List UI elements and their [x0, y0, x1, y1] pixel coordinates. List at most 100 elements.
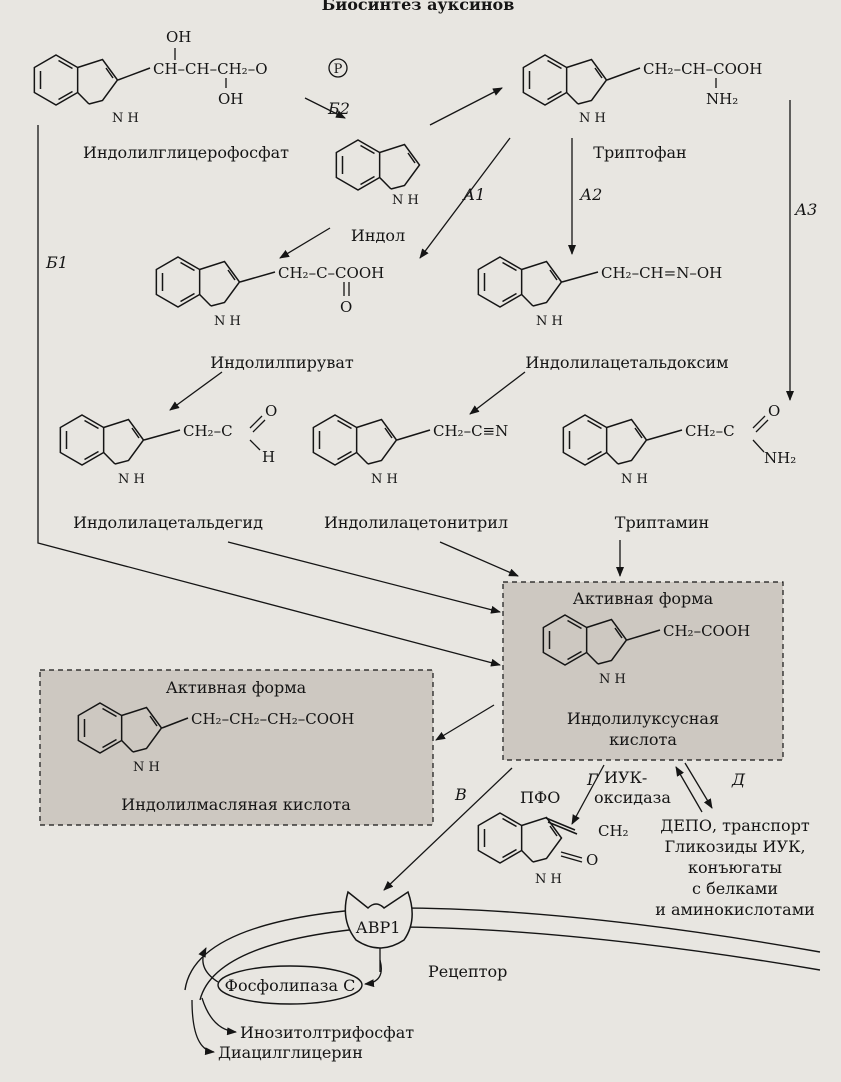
arrow-iaa-to-receptor [383, 767, 513, 891]
arrow-plc-signal [198, 947, 219, 983]
iba-nh: N H [133, 760, 160, 775]
indolylpyruvate-name: Индолилпируват [210, 353, 354, 372]
header-text: Биосинтез ауксинов [322, 0, 515, 14]
compound-indolylpyruvate: CH₂–C–COOH O N H Индолилпируват [155, 256, 384, 372]
plc-ellipse [217, 965, 363, 1005]
pathway-label-v: В [454, 785, 467, 804]
depot-line3: конъюгаты [688, 858, 782, 877]
arrow-iaa-to-iba [435, 704, 495, 741]
iba-chain: CH₂–CH₂–CH₂–COOH [191, 710, 354, 728]
igp-phosphate: P [334, 62, 343, 77]
tryptophan-name: Триптофан [593, 143, 686, 162]
iaa-oxidase-line1: ИУК- [604, 768, 647, 787]
indolylacetaldoxime-nh: N H [536, 314, 563, 329]
ip3-label: Инозитолтрифосфат [240, 1023, 414, 1042]
abp1-label: АВР1 [356, 918, 401, 937]
arrow-tryptophan-to-indolylpyruvate [419, 137, 511, 259]
tryptophan-nh: N H [579, 111, 606, 126]
membrane-inner-line [199, 926, 821, 1001]
arrow-receptor-to-plc [364, 959, 382, 988]
iba-name: Индолилмасляная кислота [121, 795, 351, 814]
compound-indolylacetaldoxime: CH₂–CH=N–OH N H Индолилацетальдоксим [477, 256, 729, 372]
depot-line4: с белками [692, 879, 778, 898]
compound-indolylacetonitrile: CH₂–C≡N N H Индолилацетонитрил [312, 414, 508, 532]
indolylacetonitrile-nh: N H [371, 472, 398, 487]
pfo-label: ПФО [520, 788, 560, 807]
igp-chain: CH–CH–CH₂–O [153, 60, 268, 78]
indolylacetonitrile-chain: CH₂–C≡N [433, 422, 508, 440]
iaa-oxidase-line2: оксидаза [594, 788, 671, 807]
pathway-label-g: Г [586, 770, 599, 789]
igp-oh-top: OH [166, 28, 191, 46]
oxindole-nh: N H [535, 872, 562, 887]
arrow-igp-to-indole [304, 97, 346, 119]
compound-tryptophan: CH₂–CH–COOH NH₂ N H Триптофан [522, 54, 762, 162]
igp-name: Индолилглицерофосфат [83, 143, 289, 162]
pathway-label-d: Д [731, 770, 746, 789]
iaa-name-line2: кислота [609, 730, 677, 749]
membrane-outer-line [184, 907, 821, 991]
depot-line1: ДЕПО, транспорт [660, 816, 810, 835]
tryptamine-nh: N H [621, 472, 648, 487]
dag-label: Диацилглицерин [218, 1043, 363, 1062]
tryptamine-nh2: NH₂ [764, 449, 796, 467]
igp-oh-bottom: OH [218, 90, 243, 108]
arrow-iaa-to-depot [684, 762, 713, 809]
iaa-chain: CH₂–COOH [663, 622, 750, 640]
depot-line5: и аминокислотами [655, 900, 815, 919]
compound-oxindole: CH₂ O N H [477, 812, 629, 887]
tryptamine-chain: CH₂–C [685, 422, 735, 440]
indolylacetaldehyde-chain: CH₂–C [183, 422, 233, 440]
arrow-to-ip3 [201, 997, 237, 1036]
plc-label: Фосфолипаза С [225, 976, 356, 995]
arrow-to-dag [191, 999, 215, 1056]
indolylacetaldehyde-name: Индолилацетальдегид [73, 513, 263, 532]
tryptamine-name: Триптамин [615, 513, 709, 532]
arrow-depot-to-iaa [675, 766, 703, 813]
indolylacetaldehyde-nh: N H [118, 472, 145, 487]
arrow-iaa-to-oxindole [571, 764, 605, 825]
compound-tryptamine: CH₂–C O NH₂ N H Триптамин [562, 402, 796, 532]
receptor-label: Рецептор [428, 962, 507, 981]
indole-name: Индол [351, 226, 405, 245]
pathway-arrows [37, 87, 794, 891]
pathway-label-b1: Б1 [45, 253, 68, 272]
compound-indole: N H Индол [335, 139, 421, 245]
arrow-indole-to-indolylpyruvate [279, 227, 331, 259]
arrow-indolylacetaldoxime-to-indolylacetonitrile [469, 371, 526, 415]
arrow-indolylpyruvate-to-indolylacetaldehyde [169, 371, 223, 411]
igp-nh: N H [112, 111, 139, 126]
phosphate-circle [328, 58, 348, 78]
iaa-active-label: Активная форма [573, 589, 714, 608]
iaa-name-line1: Индолилуксусная [567, 709, 719, 728]
receptor-membrane-block: АВР1 Рецептор Фосфолипаза С Инозитолтриф… [184, 890, 821, 1062]
indolylacetaldehyde-h: H [262, 448, 275, 466]
depot-block: ДЕПО, транспорт Гликозиды ИУК, конъюгаты… [655, 816, 815, 919]
pathway-label-a2: А2 [579, 185, 602, 204]
indolylacetaldoxime-chain: CH₂–CH=N–OH [601, 264, 722, 282]
pathway-label-a1: А1 [462, 185, 485, 204]
indolylpyruvate-chain: CH₂–C–COOH [278, 264, 384, 282]
pathway-label-a3: А3 [794, 200, 817, 219]
arrow-indolylacetaldehyde-to-iaa [227, 541, 501, 614]
oxindole-chain: CH₂ [598, 822, 629, 840]
oxindole-o: O [586, 851, 598, 869]
indolylpyruvate-o: O [340, 298, 352, 316]
indolylpyruvate-nh: N H [214, 314, 241, 329]
arrow-indole-to-tryptophan [429, 87, 503, 126]
iaa-nh: N H [599, 672, 626, 687]
tryptamine-o: O [768, 402, 780, 420]
indolylacetonitrile-name: Индолилацетонитрил [324, 513, 508, 532]
pathway-label-b2: Б2 [327, 99, 350, 118]
compound-indolylglycerophosphate: CH–CH–CH₂–O OH OH P N H Индолилглицерофо… [33, 28, 348, 162]
iba-active-label: Активная форма [166, 678, 307, 697]
depot-line2: Гликозиды ИУК, [664, 837, 805, 856]
indole-nh: N H [392, 193, 419, 208]
tryptophan-nh2: NH₂ [706, 90, 738, 108]
indolylacetaldehyde-o: O [265, 402, 277, 420]
compound-indolylacetaldehyde: CH₂–C O H N H Индолилацетальдегид [59, 402, 277, 532]
box-iba-active-form: Активная форма CH₂–CH₂–CH₂–COOH N H Индо… [39, 669, 434, 826]
tryptophan-chain: CH₂–CH–COOH [643, 60, 762, 78]
